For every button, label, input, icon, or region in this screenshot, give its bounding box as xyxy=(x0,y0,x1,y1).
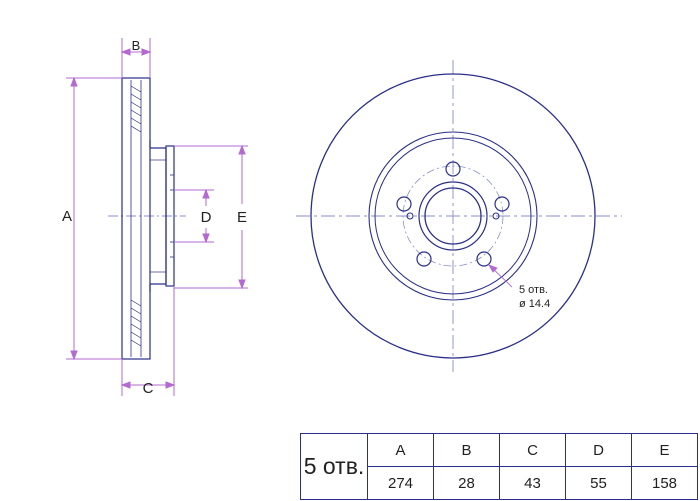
vent-hatching-bottom xyxy=(130,299,142,347)
value-B: 28 xyxy=(433,466,500,500)
spec-table-value-row: 274 28 43 55 158 xyxy=(301,466,698,500)
label-D: D xyxy=(201,209,212,226)
disc-ring-outline xyxy=(121,77,151,360)
value-D: 55 xyxy=(565,466,632,500)
header-C: C xyxy=(499,433,566,467)
spec-table-header-row: 5 отв. A B C D E xyxy=(300,433,698,500)
center-bore-outer xyxy=(418,181,488,251)
label-B: B xyxy=(132,38,141,53)
hat-inner-circle xyxy=(374,137,532,295)
bolt-hole-leader xyxy=(487,264,513,288)
bolt-hole-2 xyxy=(416,251,432,267)
bolt-hole-1 xyxy=(445,161,461,177)
pitch-circle xyxy=(402,165,504,267)
locating-hole-right xyxy=(492,212,500,220)
dimension-lines xyxy=(66,38,248,396)
front-view xyxy=(296,60,622,372)
vent-hatching-top xyxy=(130,85,142,133)
label-A: A xyxy=(62,208,72,225)
header-E: E xyxy=(631,433,698,467)
header-B: B xyxy=(433,433,500,467)
value-E: 158 xyxy=(631,466,698,500)
value-A: 274 xyxy=(367,466,434,500)
spec-table: 5 отв. A B C D E 274 28 43 55 158 xyxy=(300,433,698,500)
locating-hole-left xyxy=(406,212,414,220)
value-C: 43 xyxy=(499,466,566,500)
disc-outer-edge xyxy=(310,73,596,359)
hat-outer-circle xyxy=(368,131,538,301)
header-D: D xyxy=(565,433,632,467)
bolt-hole-3 xyxy=(476,251,492,267)
center-bore xyxy=(424,187,482,245)
holes-count-cell: 5 отв. xyxy=(300,433,368,500)
label-C: C xyxy=(143,380,154,397)
header-A: A xyxy=(367,433,434,467)
side-view xyxy=(108,77,186,360)
hub-flange xyxy=(165,145,175,287)
bolt-count-note: 5 отв. xyxy=(519,284,548,296)
bolt-diameter-note: ø 14.4 xyxy=(519,298,550,310)
bolt-hole-5 xyxy=(494,196,510,212)
bolt-hole-4 xyxy=(396,196,412,212)
label-E: E xyxy=(237,209,247,226)
